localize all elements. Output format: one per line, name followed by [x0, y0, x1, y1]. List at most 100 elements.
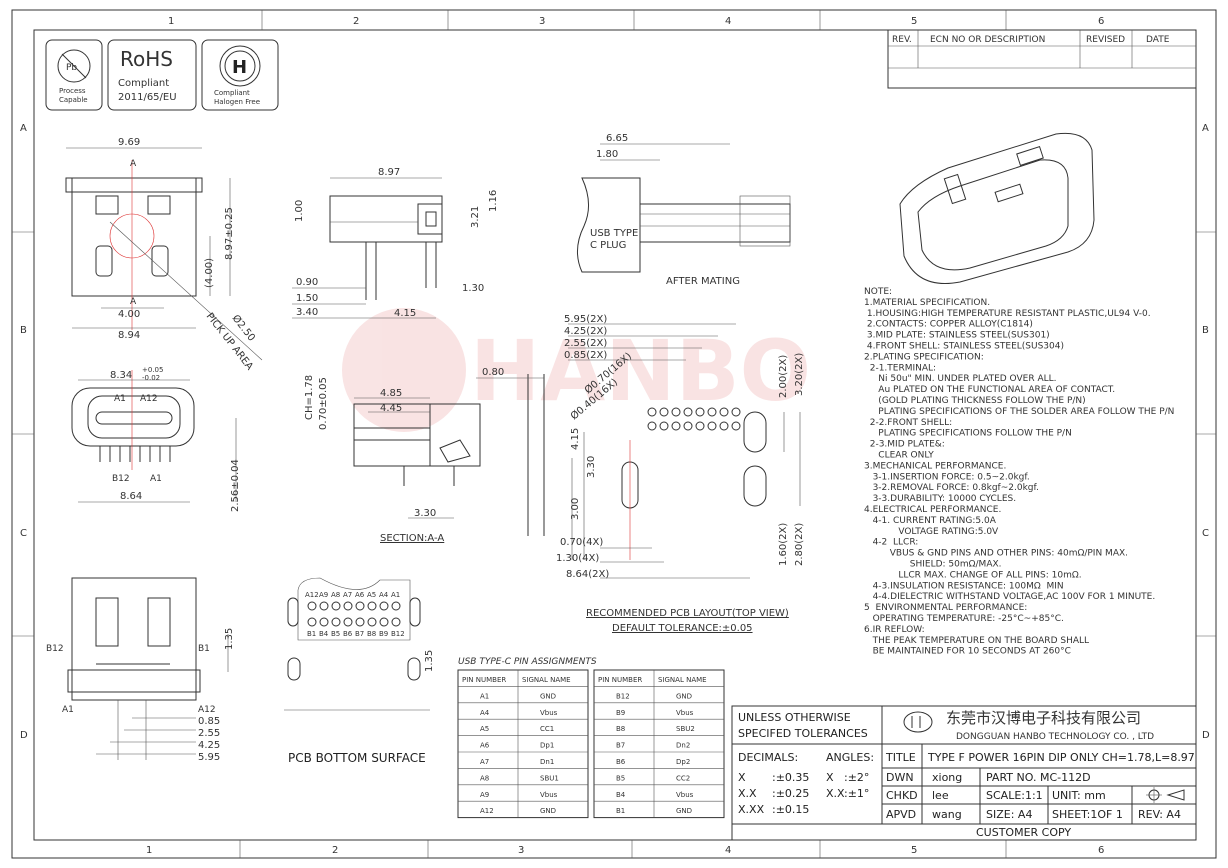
dim: 8.94 [118, 330, 140, 341]
pin-label: A1 [114, 394, 126, 404]
tol-xxx: X.XX [738, 803, 765, 816]
note-line: (GOLD PLATING THICKNESS FOLLOW THE P/N) [864, 396, 1086, 406]
svg-text:H: H [232, 57, 247, 78]
ecn-header: ECN NO OR DESCRIPTION [930, 35, 1045, 45]
sheet: SHEET:1OF 1 [1052, 808, 1123, 821]
apvd-value: wang [932, 808, 962, 821]
tol-heading-2: SPECIFED TOLERANCES [738, 727, 868, 740]
grid-row-label: A [20, 123, 27, 134]
unit: UNIT: mm [1052, 789, 1106, 802]
signal-name: Vbus [676, 709, 694, 717]
pcb-bottom: A12 A9 A8 A7 A6 A5 A4 A1 B1 B4 B5 B6 B7 … [284, 577, 435, 765]
pcb-pads [621, 407, 767, 509]
top-view: 8.34 +0.05 -0.02 A1 A12 B12 A1 8.64 2.56… [71, 366, 241, 512]
pin-label: B4 [319, 630, 329, 638]
drawing-title: TYPE F POWER 16PIN DIP ONLY CH=1.78,L=8.… [927, 751, 1195, 764]
title-label: TITLE [885, 751, 916, 764]
note-line: 4.ELECTRICAL PERFORMANCE. [864, 505, 1001, 515]
dim: 4.15 [570, 428, 581, 450]
apvd-label: APVD [886, 808, 916, 821]
dim: 4.00 [118, 309, 140, 320]
signal-name: Dp1 [540, 742, 554, 750]
bottom-label: B1 [198, 644, 210, 654]
top-width-dim: 8.34 [110, 370, 132, 381]
grid-row-label: A [1202, 123, 1209, 134]
tol-xx: X.X [738, 787, 757, 800]
note-line: SHIELD: 50mΩ/MAX. [864, 560, 1002, 570]
note-line: 6.IR REFLOW: [864, 625, 925, 635]
pin-label: B8 [367, 630, 376, 638]
dim: 1.35 [424, 650, 435, 672]
note-line: 4-3.INSULATION RESISTANCE: 100MΩ MIN [864, 581, 1064, 591]
pcb-layout-caption: RECOMMENDED PCB LAYOUT(TOP VIEW) [586, 608, 789, 619]
pin-number: B12 [616, 692, 630, 700]
pin-number: B8 [616, 725, 625, 733]
note-line: 3-3.DURABILITY: 10000 CYCLES. [864, 494, 1016, 504]
grid-row-label: D [1202, 730, 1210, 741]
pin-number: A4 [480, 709, 490, 717]
dim: 4.15 [394, 308, 416, 319]
section-mark: A [130, 159, 137, 169]
pin-label: A1 [150, 474, 162, 484]
grid-row-label: B [1202, 325, 1209, 336]
grid-columns-top: 1 2 3 4 5 6 [168, 10, 1104, 30]
plug-label-2: C PLUG [590, 240, 626, 251]
signal-name: GND [676, 807, 692, 815]
rohs-logo: RoHS Compliant 2011/65/EU [107, 39, 197, 111]
grid-row-label: C [1202, 528, 1209, 539]
note-line: CLEAR ONLY [864, 451, 934, 461]
note-line: VOLTAGE RATING:5.0V [864, 527, 999, 537]
grid-col-label: 6 [1098, 845, 1104, 856]
company-logo [903, 711, 933, 733]
grid-col-label: 3 [539, 16, 545, 27]
dim: 0.85(2X) [564, 350, 607, 361]
note-line: Ni 50u" MIN. UNDER PLATED OVER ALL. [864, 374, 1057, 384]
note-line: 3-2.REMOVAL FORCE: 0.8kgf~2.0kgf. [864, 483, 1039, 493]
dim: 3.00 [570, 498, 581, 520]
part-no: PART NO. MC-112D [986, 771, 1091, 784]
note-line: BE MAINTAINED FOR 10 SECONDS AT 260°C [864, 647, 1071, 657]
section-mark: A [130, 297, 137, 307]
pin-label: A6 [355, 591, 365, 599]
dim: 1.16 [488, 190, 499, 212]
note-line: 3.MID PLATE: STAINLESS STEEL(SUS301) [864, 331, 1050, 341]
dim: 3.30 [414, 508, 436, 519]
note-line: 2.CONTACTS: COPPER ALLOY(C1814) [864, 320, 1033, 330]
grid-row-label: B [20, 325, 27, 336]
note-line: PLATING SPECIFICATIONS FOLLOW THE P/N [864, 429, 1072, 439]
tol-x-val: :±0.35 [772, 771, 809, 784]
pcb-bottom-caption: PCB BOTTOM SURFACE [288, 751, 426, 765]
front-view: 9.69 A A 4.00 8.94 8.97±0.25 (4.00) PICK… [65, 137, 263, 372]
bottom-label: A1 [62, 705, 74, 715]
note-line: 2-3.MID PLATE&: [864, 440, 945, 450]
svg-text:Pb: Pb [66, 63, 77, 73]
dim: 1.30(4X) [556, 553, 599, 564]
pb-line1: Process [59, 87, 86, 95]
dim: 3.40 [296, 307, 318, 318]
grid-col-label: 2 [353, 16, 359, 27]
dim: 6.65 [606, 133, 628, 144]
pin-number: A1 [480, 692, 489, 700]
pin-label: B5 [331, 630, 340, 638]
note-line: LLCR MAX. CHANGE OF ALL PINS: 10mΩ. [864, 570, 1082, 580]
pin-label: A8 [331, 591, 340, 599]
pin-label: A12 [305, 591, 319, 599]
note-line: 3-1.INSERTION FORCE: 0.5~2.0kgf. [864, 472, 1030, 482]
note-line: OPERATING TEMPERATURE: -25°C~+85°C. [864, 614, 1064, 624]
signal-name: SBU2 [676, 725, 695, 733]
title-block: UNLESS OTHERWISE SPECIFED TOLERANCES DEC… [731, 705, 1197, 841]
inner-border [33, 29, 1197, 841]
pin-label: B9 [379, 630, 388, 638]
pin-number: A7 [480, 758, 489, 766]
pin-label: A9 [319, 591, 328, 599]
note-line: 1.HOUSING:HIGH TEMPERATURE RESISTANT PLA… [864, 309, 1151, 319]
company-cn: 东莞市汉博电子科技有限公司 [946, 709, 1141, 727]
dim: 4.25 [198, 740, 220, 751]
dim: 0.70(4X) [560, 537, 603, 548]
dim: (4.00) [204, 258, 215, 288]
signal-header: SIGNAL NAME [658, 676, 707, 684]
dim: 1.00 [294, 200, 305, 222]
dim: 8.64 [120, 491, 142, 502]
note-line: 1.MATERIAL SPECIFICATION. [864, 298, 990, 308]
